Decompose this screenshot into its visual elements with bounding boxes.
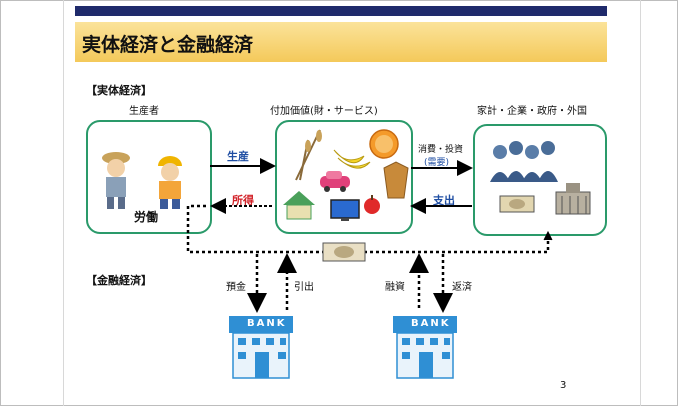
- bank-right-icon: [393, 316, 457, 379]
- production-label: 生産: [227, 150, 249, 163]
- page-number: 3: [560, 380, 567, 391]
- value-added-heading: 付加価値(財・サービス): [270, 106, 378, 117]
- income-label: 所得: [232, 194, 254, 207]
- kimono-icon: [383, 161, 409, 199]
- wheat-icon: [295, 129, 322, 181]
- apple-icon: [364, 195, 380, 214]
- slide-title: 実体経済と金融経済: [82, 34, 254, 56]
- producer-heading: 生産者: [129, 106, 159, 117]
- government-building-icon: [555, 183, 591, 215]
- people-group-icon: [490, 141, 558, 182]
- banana-icon: [333, 149, 371, 169]
- section-real-economy: 【実体経済】: [86, 84, 152, 97]
- car-icon: [320, 171, 350, 192]
- labor-caption: 労働: [134, 210, 159, 224]
- expenditure-label: 支出: [433, 194, 455, 207]
- money-icon: [499, 195, 535, 213]
- consumers-heading: 家計・企業・政府・外国: [477, 106, 587, 117]
- section-financial-economy: 【金融経済】: [86, 274, 152, 287]
- repayment-label: 返済: [452, 282, 472, 293]
- house-icon: [283, 191, 315, 220]
- title-band: [75, 22, 607, 62]
- tv-icon: [330, 199, 360, 221]
- construction-worker-icon: [158, 156, 182, 209]
- bank-left-label: BANK: [247, 318, 287, 329]
- money-loop-head: [543, 230, 553, 241]
- farmer-icon: [102, 152, 130, 209]
- loan-label: 融資: [385, 282, 405, 293]
- withdrawal-label: 引出: [294, 282, 314, 293]
- consumption-label: 消費・投資: [418, 145, 464, 155]
- header-bar: [75, 6, 607, 16]
- banknote-icon: [322, 242, 366, 262]
- bank-left-icon: [229, 316, 293, 379]
- orange-slice-icon: [369, 129, 399, 159]
- right-guide-line: [640, 0, 641, 406]
- deposit-label: 預金: [226, 282, 246, 293]
- left-guide-line: [63, 0, 64, 406]
- money-loop: [186, 204, 550, 254]
- bank-right-label: BANK: [411, 318, 451, 329]
- demand-label: (需要): [424, 158, 450, 168]
